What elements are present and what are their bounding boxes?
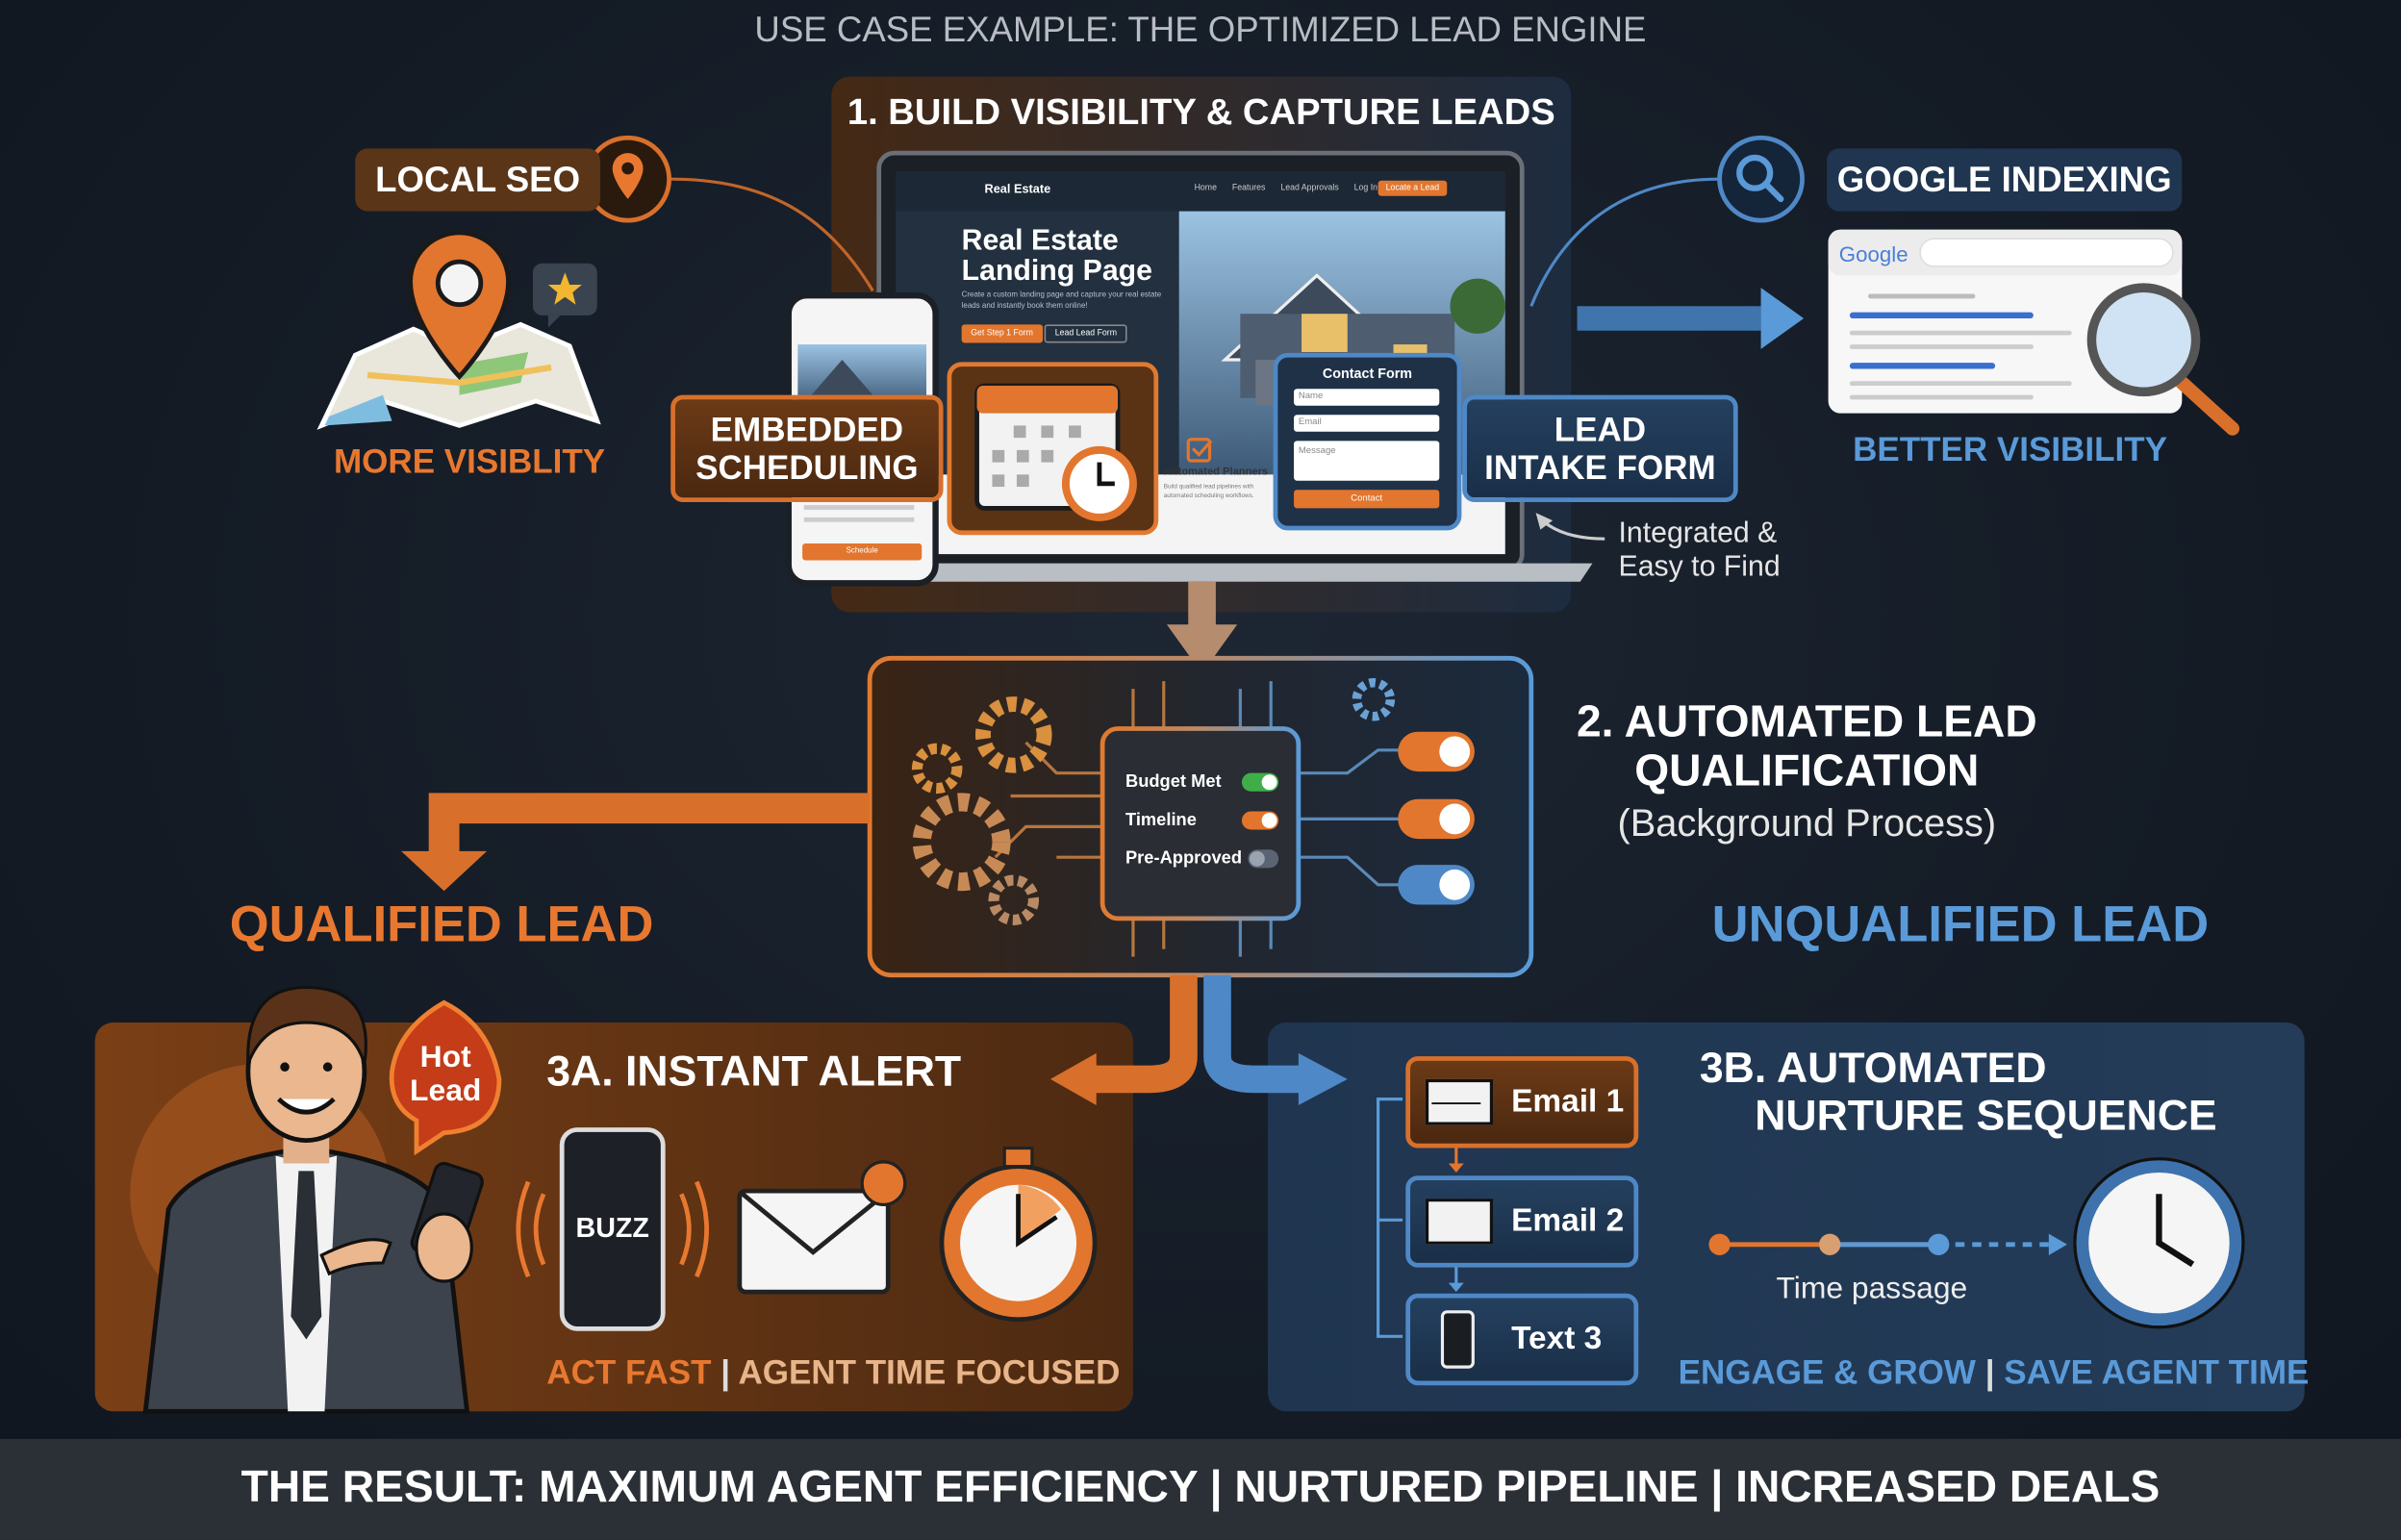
timeline-toggle[interactable] <box>1241 810 1279 829</box>
step2-title-line1: 2. AUTOMATED LEAD <box>1576 697 2037 747</box>
step1-title: 1. BUILD VISIBILITY & CAPTURE LEADS <box>847 91 1555 134</box>
gear-icons <box>911 677 1396 926</box>
landing-nav: Home Features Lead Approvals Log In <box>1195 184 1377 193</box>
criterion-label: Timeline <box>1125 810 1197 829</box>
map-pin-icon <box>414 233 506 378</box>
hero-title-line1: Real Estate <box>961 224 1119 258</box>
result-text: THE RESULT: MAXIMUM AGENT EFFICIENCY | N… <box>240 1463 2161 1513</box>
budget-toggle[interactable] <box>1241 771 1279 791</box>
nav-item[interactable]: Lead Approvals <box>1280 183 1339 193</box>
stopwatch-icon <box>942 1145 1095 1319</box>
envelope-icon <box>1425 1199 1494 1245</box>
contact-form-title: Contact Form <box>1322 366 1413 382</box>
envelope-icon <box>1425 1078 1494 1125</box>
envelope-alert-icon <box>740 1163 908 1295</box>
intake-label-line2: INTAKE FORM <box>1484 448 1716 488</box>
sequence-step-email-2: Email 2 <box>1405 1175 1639 1268</box>
criterion-label: Pre-Approved <box>1125 848 1243 868</box>
arrow-to-google <box>1577 288 1805 349</box>
sequence-step-text-3: Text 3 <box>1405 1293 1639 1386</box>
hot-lead-line2: Lead <box>410 1074 482 1109</box>
search-icon <box>1720 138 1803 220</box>
hero-title-line2: Landing Page <box>961 255 1152 289</box>
hero-primary-button[interactable]: Get Step 1 Form <box>961 324 1043 343</box>
better-visibility-caption: BETTER VISIBILITY <box>1853 430 2167 468</box>
google-indexing-label: GOOGLE INDEXING <box>1827 148 2183 212</box>
agent-illustration <box>130 985 484 1414</box>
qualified-lead-label: QUALIFIED LEAD <box>229 895 654 952</box>
google-logo: Google <box>1838 241 1908 266</box>
hot-lead-line1: Hot <box>419 1041 471 1075</box>
feature-title: Automated Planners <box>1163 467 1269 478</box>
engage-grow-text: ENGAGE & GROW <box>1678 1352 1976 1392</box>
feature-body: Build qualified lead pipelines with auto… <box>1163 482 1254 499</box>
note-line2: Easy to Find <box>1618 550 1781 584</box>
footer-separator: | <box>720 1352 731 1392</box>
sequence-step-label: Email 1 <box>1511 1083 1625 1120</box>
nav-item[interactable]: Features <box>1231 183 1266 193</box>
calendar-clock-icon <box>949 365 1156 533</box>
time-passage-label: Time passage <box>1776 1272 1968 1306</box>
more-visibility-caption: MORE VISIBLITY <box>334 442 606 481</box>
step2-title-line2: QUALIFICATION <box>1634 746 1980 796</box>
nav-item[interactable]: Log In <box>1353 183 1377 193</box>
hero-body: Create a custom landing page and capture… <box>961 290 1162 312</box>
intake-label-line1: LEAD <box>1554 410 1647 449</box>
clock-icon <box>2075 1159 2243 1327</box>
nav-item[interactable]: Home <box>1194 183 1217 193</box>
contact-submit-button[interactable]: Contact <box>1294 490 1440 509</box>
local-seo-label: LOCAL SEO <box>355 148 600 212</box>
nav-cta-button[interactable]: Locate a Lead <box>1377 180 1448 196</box>
hero-secondary-button[interactable]: Lead Lead Form <box>1044 324 1128 343</box>
act-fast-text: ACT FAST <box>546 1352 712 1392</box>
step3a-footer: ACT FAST | AGENT TIME FOCUSED <box>546 1353 1120 1393</box>
agent-time-focused-text: AGENT TIME FOCUSED <box>738 1352 1121 1392</box>
lead-intake-form-label: LEAD INTAKE FORM <box>1462 394 1738 502</box>
phone-icon <box>1440 1310 1475 1369</box>
sequence-step-label: Email 2 <box>1511 1202 1625 1239</box>
google-indexing-text: GOOGLE INDEXING <box>1836 159 2172 199</box>
qualification-chip: Budget Met Timeline Pre-Approved <box>1125 763 1279 877</box>
step3b-title: 3B. AUTOMATED NURTURE SEQUENCE <box>1700 1044 2217 1139</box>
step2-subtitle: (Background Process) <box>1617 801 1997 846</box>
criterion-row: Pre-Approved <box>1125 839 1279 877</box>
embedded-scheduling-label: EMBEDDED SCHEDULING <box>670 394 944 502</box>
step3b-title-line1: 3B. AUTOMATED <box>1699 1044 2047 1092</box>
footer-separator: | <box>1984 1352 1995 1392</box>
criterion-label: Budget Met <box>1125 771 1222 791</box>
sequence-step-email-1: Email 1 <box>1405 1056 1639 1149</box>
pre-approved-toggle[interactable] <box>1248 848 1279 868</box>
step3b-footer: ENGAGE & GROW | SAVE AGENT TIME <box>1679 1353 2310 1393</box>
landing-brand: Real Estate <box>984 182 1051 196</box>
unqualified-lead-label: UNQUALIFIED LEAD <box>1711 895 2210 952</box>
result-bar <box>0 1438 2401 1540</box>
step3b-title-line2: NURTURE SEQUENCE <box>1755 1091 2217 1140</box>
local-seo-text: LOCAL SEO <box>375 159 581 199</box>
sequence-step-label: Text 3 <box>1511 1321 1603 1356</box>
scheduling-label-line2: SCHEDULING <box>695 448 919 488</box>
hot-lead-badge: Hot Lead <box>395 1041 496 1108</box>
integrated-note: Integrated & Easy to Find <box>1619 518 1781 585</box>
note-line1: Integrated & <box>1618 517 1778 550</box>
contact-email-input[interactable]: Email <box>1294 415 1440 432</box>
contact-message-input[interactable]: Message <box>1294 441 1440 481</box>
page-title: USE CASE EXAMPLE: THE OPTIMIZED LEAD ENG… <box>754 9 1647 49</box>
scheduling-label-line1: EMBEDDED <box>710 410 904 449</box>
criterion-row: Timeline <box>1125 800 1279 839</box>
step3a-title: 3A. INSTANT ALERT <box>546 1047 962 1095</box>
contact-name-input[interactable]: Name <box>1294 389 1440 406</box>
magnifier-icon <box>2091 288 2232 428</box>
save-agent-time-text: SAVE AGENT TIME <box>2004 1352 2310 1392</box>
criterion-row: Budget Met <box>1125 763 1279 801</box>
buzz-phone-icon: BUZZ <box>575 1212 649 1244</box>
step2-title: 2. AUTOMATED LEAD QUALIFICATION <box>1562 698 2052 796</box>
mobile-schedule-button[interactable]: Schedule <box>802 543 922 561</box>
